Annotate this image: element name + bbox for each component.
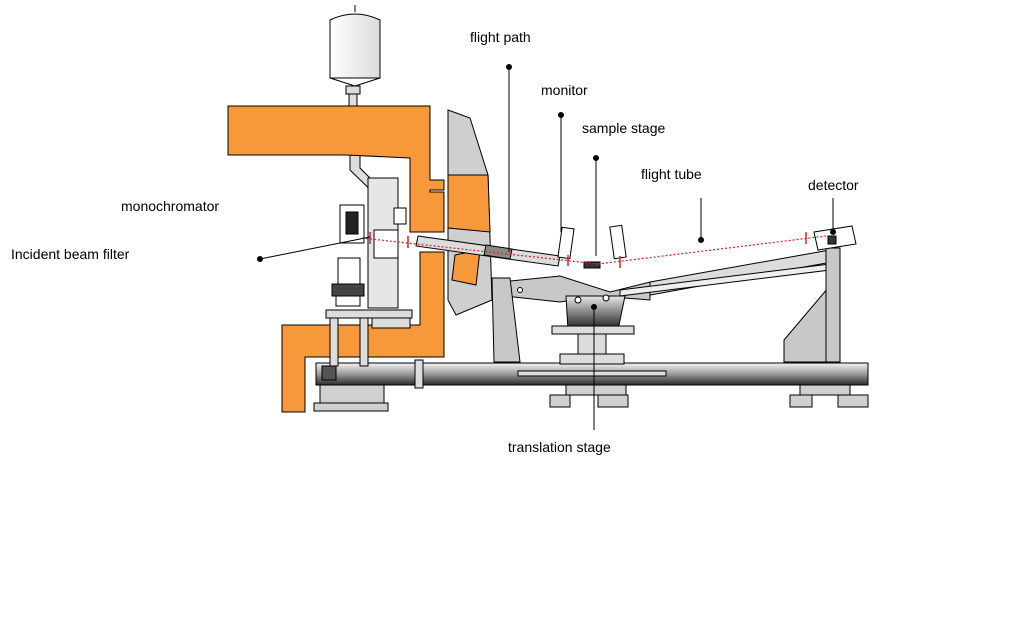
label-monitor: monitor [541,82,588,98]
leader-lines [257,64,836,430]
detector-arm [619,247,841,363]
base-rail [315,359,869,389]
supply-tank [329,5,393,206]
label-translation-stage: translation stage [508,439,611,455]
translation-stage-body [499,275,651,365]
monitor-posts [557,224,627,269]
label-monochromator: monochromator [121,198,220,214]
label-flight-path: flight path [470,29,531,45]
support-leg [491,277,521,363]
label-detector: detector [808,177,859,193]
neutron-beam [361,232,827,268]
flight-path-tube [415,235,561,267]
detector-head [813,225,857,251]
shield-door [447,109,493,316]
base-feet [313,384,869,412]
label-sample-stage: sample stage [582,120,666,136]
label-incident-beam-filter: Incident beam filter [11,246,130,262]
label-flight-tube: flight tube [641,166,702,182]
monochromator-assembly [325,177,413,367]
